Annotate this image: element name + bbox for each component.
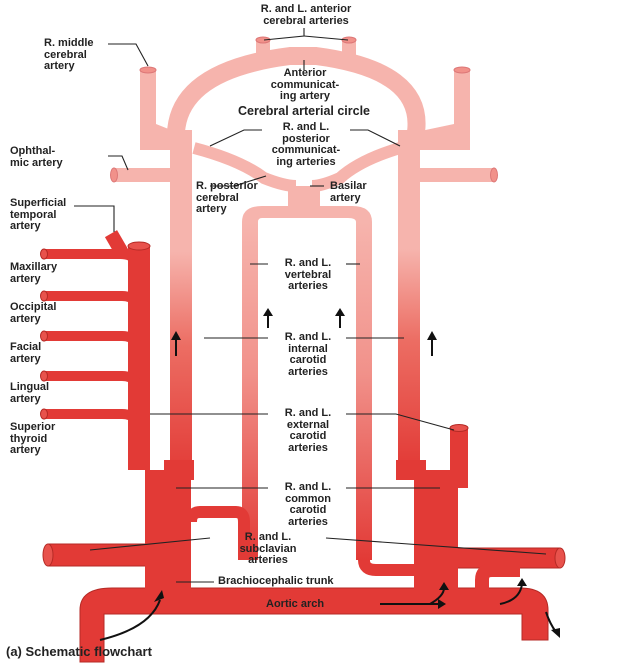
label-middle-cerebral-artery: R. middle cerebral artery [44,37,94,72]
flow-arrows [99,308,560,641]
right-internal-carotid [164,130,194,480]
right-vertebral-artery [185,222,258,560]
label-subclavian-arteries: R. and L. subclavian arteries [239,531,297,566]
leader-lines [74,28,547,583]
label-lingual-artery: Lingual artery [10,381,50,405]
label-posterior-cerebral-artery: R. posterior cerebral artery [196,180,258,215]
label-basilar-artery: Basilar artery [330,180,367,204]
label-common-carotid-arteries: R. and L. common carotid arteries [284,481,332,528]
cerebral-arterial-circle [167,47,426,192]
label-external-carotid-arteries: R. and L. external carotid arteries [284,407,332,454]
label-superficial-temporal-artery: Superficial temporal artery [10,197,67,232]
label-anterior-cerebral-arteries: R. and L. anterior cerebral arteries [260,3,352,27]
left-middle-cerebral-artery [416,66,471,150]
label-posterior-communicating-arteries: R. and L. posterior communicat- ing arte… [271,121,341,168]
label-facial-artery: Facial artery [10,341,42,365]
label-superior-thyroid-artery: Superior thyroid artery [10,421,56,456]
right-middle-cerebral-artery [139,66,176,150]
label-brachiocephalic-trunk: Brachiocephalic trunk [218,575,334,587]
label-maxillary-artery: Maxillary artery [10,261,58,285]
label-ophthalmic-artery: Ophthal- mic artery [10,145,63,169]
basilar-artery [242,186,372,222]
label-anterior-communicating-artery: Anterior communicat- ing artery [270,67,340,102]
aortic-arch [79,587,549,663]
brachiocephalic-trunk [145,470,191,590]
label-cerebral-arterial-circle: Cerebral arterial circle [237,104,371,118]
figure-caption: (a) Schematic flowchart [6,644,152,659]
external-carotid-branches [40,248,143,431]
left-internal-carotid [396,130,426,480]
label-vertebral-arteries: R. and L. vertebral arteries [284,257,332,292]
left-external-carotid [449,424,469,488]
right-subclavian-artery [42,543,149,567]
label-internal-carotid-arteries: R. and L. internal carotid arteries [284,331,332,378]
label-aortic-arch: Aortic arch [266,598,325,610]
label-occipital-artery: Occipital artery [10,301,57,325]
left-vertebral-artery [356,222,432,576]
right-external-carotid [104,230,151,470]
ophthalmic-arteries [110,150,498,183]
